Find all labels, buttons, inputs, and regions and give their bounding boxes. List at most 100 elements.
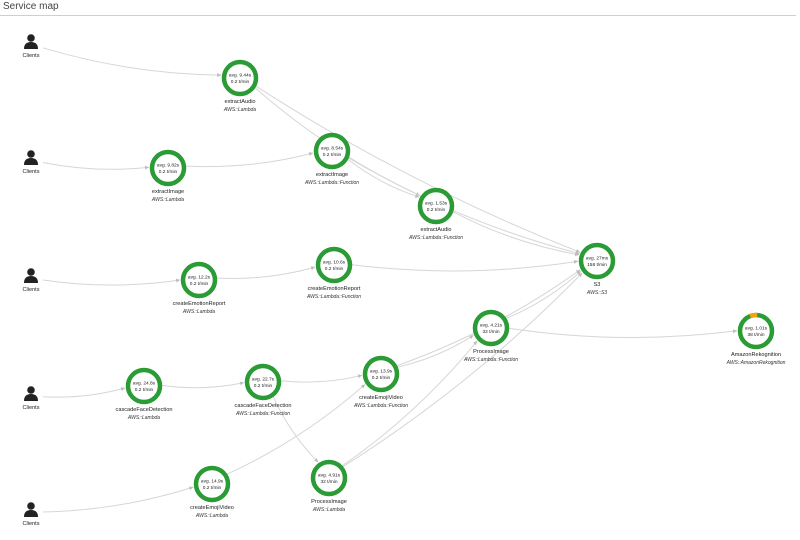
- node-avg-latency: avg. 1.53s: [425, 201, 448, 207]
- edge-n8-n9[interactable]: [508, 327, 738, 338]
- client-label: Clients: [22, 287, 39, 293]
- node-throughput: 0.2 t/min: [325, 266, 344, 272]
- edge-n2-n3[interactable]: [185, 152, 314, 168]
- node-avg-latency: avg. 27ms: [586, 256, 609, 262]
- client-node[interactable]: Clients: [22, 502, 40, 527]
- node-name: createEmojiVideo: [359, 395, 403, 401]
- edge-c2-n2[interactable]: [42, 162, 150, 170]
- client-node[interactable]: Clients: [22, 34, 40, 59]
- edge-n3-n4[interactable]: [347, 159, 420, 198]
- edge-n11-n12[interactable]: [280, 374, 363, 383]
- client-label: Clients: [22, 169, 39, 175]
- client-label: Clients: [22, 405, 39, 411]
- edge-n14-n7[interactable]: [342, 272, 583, 468]
- health-ring: [417, 187, 455, 225]
- node-throughput: 32 t/min: [320, 479, 337, 485]
- user-icon: [24, 502, 38, 517]
- node-name: extractImage: [152, 189, 184, 195]
- health-ring: [310, 459, 348, 497]
- edge-n11-n14[interactable]: [272, 396, 319, 463]
- edge-c3-n5[interactable]: [42, 278, 181, 286]
- node-name: createEmotionReport: [308, 286, 361, 292]
- user-icon: [24, 386, 38, 401]
- health-ring: [180, 261, 218, 299]
- node-avg-latency: avg. 10.6s: [323, 260, 346, 266]
- health-ring: [125, 367, 163, 405]
- edge-n1-n7[interactable]: [255, 85, 581, 253]
- client-node[interactable]: Clients: [22, 268, 40, 293]
- user-icon: [24, 34, 38, 49]
- node-type: AWS::Lambda::Function: [353, 403, 408, 409]
- service-node-createemotionreport[interactable]: avg. 10.6s0.2 t/mincreateEmotionReportAW…: [306, 246, 361, 300]
- node-type: AWS::Lambda::Function: [463, 357, 518, 363]
- node-avg-latency: avg. 24.8s: [133, 381, 156, 387]
- health-ring: [578, 242, 616, 280]
- client-label: Clients: [22, 521, 39, 527]
- edge-n13-n12[interactable]: [226, 384, 366, 475]
- edge-c5-n13[interactable]: [42, 486, 194, 513]
- service-node-cascadefacedetection[interactable]: avg. 24.8s0.2 t/mincascadeFaceDetectionA…: [116, 367, 173, 421]
- node-throughput: 0.2 t/min: [190, 281, 209, 287]
- edge-n4-n7[interactable]: [452, 211, 580, 257]
- node-throughput: 0.2 t/min: [159, 169, 178, 175]
- node-throughput: 158 t/min: [587, 262, 607, 268]
- node-avg-latency: avg. 22.7s: [252, 377, 275, 383]
- edge-n3-n7[interactable]: [348, 157, 580, 255]
- node-avg-latency: avg. 9.44s: [229, 73, 252, 79]
- node-throughput: 0.2 t/min: [203, 485, 222, 491]
- node-avg-latency: avg. 12.2s: [188, 275, 211, 281]
- node-name: extractImage: [316, 172, 348, 178]
- edge-n14-n8[interactable]: [341, 340, 478, 467]
- edge-n12-n8[interactable]: [397, 334, 474, 368]
- node-throughput: 0.2 t/min: [427, 207, 446, 213]
- node-avg-latency: avg. 14.9s: [201, 479, 224, 485]
- node-throughput: 0.2 t/min: [231, 79, 250, 85]
- edge-c1-n1[interactable]: [42, 47, 222, 78]
- edge-n5-n6[interactable]: [216, 266, 316, 279]
- node-type: AWS::Lambda::Function: [304, 180, 359, 186]
- edge-n10-n11[interactable]: [161, 381, 245, 389]
- client-node[interactable]: Clients: [22, 150, 40, 175]
- user-icon: [24, 150, 38, 165]
- node-type: AWS::Lambda: [151, 197, 184, 203]
- node-avg-latency: avg. 4.21s: [480, 323, 503, 329]
- service-node-createemojivideo[interactable]: avg. 13.9s0.2 t/mincreateEmojiVideoAWS::…: [353, 355, 408, 409]
- node-type: AWS::S3: [586, 290, 607, 296]
- node-name: extractAudio: [224, 99, 255, 105]
- edges-layer: [42, 47, 738, 513]
- service-node-cascadefacedetection[interactable]: avg. 22.7s0.2 t/mincascadeFaceDetectionA…: [235, 363, 292, 417]
- client-node[interactable]: Clients: [22, 386, 40, 411]
- node-type: AWS::AmazonRekognition: [726, 360, 786, 366]
- edge-c4-n10[interactable]: [42, 387, 126, 398]
- health-ring: [472, 309, 510, 347]
- node-throughput: 0.2 t/min: [135, 387, 154, 393]
- node-name: ProcessImage: [311, 499, 347, 505]
- node-type: AWS::Lambda: [223, 107, 256, 113]
- health-ring: [315, 246, 353, 284]
- node-type: AWS::Lambda: [195, 513, 228, 519]
- node-type: AWS::Lambda: [127, 415, 160, 421]
- node-throughput: 32 t/min: [482, 329, 499, 335]
- health-ring: [149, 149, 187, 187]
- edge-n6-n7[interactable]: [351, 259, 579, 272]
- service-node-createemotionreport[interactable]: avg. 12.2s0.2 t/mincreateEmotionReportAW…: [173, 261, 226, 315]
- edge-n8-n7[interactable]: [506, 270, 582, 319]
- service-node-createemojivideo[interactable]: avg. 14.9s0.2 t/mincreateEmojiVideoAWS::…: [190, 465, 234, 519]
- health-ring: [193, 465, 231, 503]
- node-name: AmazonRekognition: [731, 352, 781, 358]
- panel-title: Service map: [3, 1, 59, 12]
- health-ring: [313, 132, 351, 170]
- node-avg-latency: avg. 1.01s: [745, 326, 768, 332]
- health-ring: [221, 59, 259, 97]
